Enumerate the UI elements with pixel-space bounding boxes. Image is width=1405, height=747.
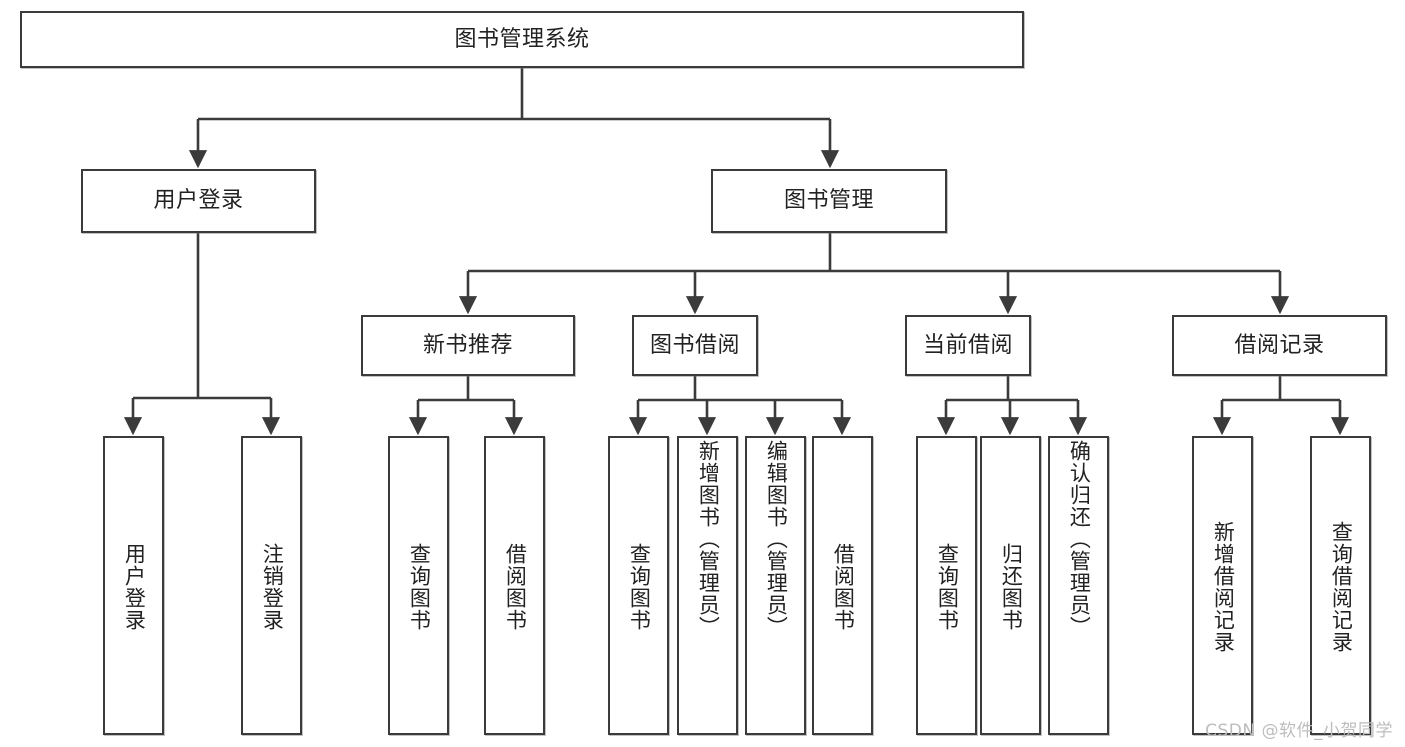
node-borrow-record-label: 借阅记录	[1234, 332, 1325, 358]
node-leaf-query-book-2[interactable]: 查询图书	[608, 436, 669, 735]
node-leaf-edit-book[interactable]: 编辑图书（管理员）	[745, 436, 806, 735]
node-book-borrow[interactable]: 图书借阅	[632, 315, 758, 376]
node-leaf-query-book-3[interactable]: 查询图书	[916, 436, 977, 735]
node-leaf-add-book-label: 新增图书（管理员）	[696, 440, 721, 638]
node-leaf-confirm-return-label: 确认归还（管理员）	[1067, 440, 1092, 638]
node-leaf-user-login-label: 用户登录	[122, 542, 147, 631]
node-leaf-query-record-label: 查询借阅记录	[1329, 520, 1354, 653]
node-leaf-query-book-1[interactable]: 查询图书	[388, 436, 449, 735]
node-leaf-borrow-book-1[interactable]: 借阅图书	[484, 436, 545, 735]
node-leaf-add-record[interactable]: 新增借阅记录	[1192, 436, 1253, 735]
node-book-manage[interactable]: 图书管理	[711, 169, 947, 233]
node-new-book-recommend-label: 新书推荐	[422, 332, 513, 358]
node-leaf-add-record-label: 新增借阅记录	[1211, 520, 1236, 653]
watermark-text: CSDN @软件_小贺同学	[1205, 721, 1393, 741]
node-leaf-user-login[interactable]: 用户登录	[103, 436, 164, 735]
node-user-login[interactable]: 用户登录	[81, 169, 316, 233]
node-leaf-borrow-book-2-label: 借阅图书	[831, 542, 856, 631]
node-leaf-query-book-3-label: 查询图书	[935, 542, 960, 631]
node-current-borrow[interactable]: 当前借阅	[905, 315, 1031, 376]
node-book-manage-label: 图书管理	[783, 188, 874, 213]
node-leaf-edit-book-label: 编辑图书（管理员）	[764, 440, 789, 638]
node-root[interactable]: 图书管理系统	[20, 11, 1024, 68]
node-current-borrow-label: 当前借阅	[922, 332, 1013, 358]
node-leaf-return-book[interactable]: 归还图书	[980, 436, 1041, 735]
node-user-login-label: 用户登录	[153, 188, 244, 213]
node-leaf-user-logout[interactable]: 注销登录	[241, 436, 302, 735]
node-leaf-borrow-book-1-label: 借阅图书	[503, 542, 528, 631]
node-book-borrow-label: 图书借阅	[649, 332, 740, 358]
node-leaf-confirm-return[interactable]: 确认归还（管理员）	[1048, 436, 1109, 735]
node-leaf-borrow-book-2[interactable]: 借阅图书	[812, 436, 873, 735]
node-root-label: 图书管理系统	[454, 26, 590, 52]
node-leaf-add-book[interactable]: 新增图书（管理员）	[677, 436, 738, 735]
node-leaf-return-book-label: 归还图书	[999, 542, 1024, 631]
node-leaf-query-record[interactable]: 查询借阅记录	[1310, 436, 1371, 735]
node-leaf-query-book-1-label: 查询图书	[407, 542, 432, 631]
node-new-book-recommend[interactable]: 新书推荐	[361, 315, 575, 376]
node-leaf-query-book-2-label: 查询图书	[627, 542, 652, 631]
node-borrow-record[interactable]: 借阅记录	[1172, 315, 1387, 376]
node-leaf-user-logout-label: 注销登录	[260, 542, 285, 631]
